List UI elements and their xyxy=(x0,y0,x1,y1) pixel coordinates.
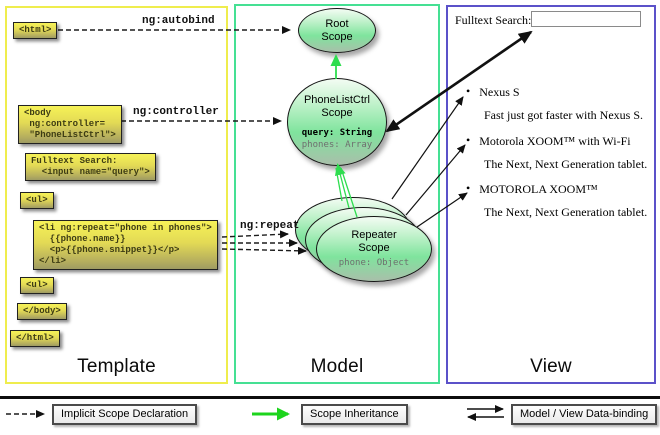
view-item-title-text: Motorola XOOM™ with Wi-Fi xyxy=(479,134,631,148)
code-fulltext-input-line: <input name="query"> xyxy=(31,167,150,177)
view-item-desc: Fast just got faster with Nexus S. xyxy=(484,108,643,122)
legend-model-view-databinding: Model / View Data-binding xyxy=(511,404,658,425)
code-html-close: </html> xyxy=(10,330,60,347)
ng-autobind-label: ng:autobind xyxy=(142,15,215,27)
phonelistctrl-prop-query: query: String xyxy=(301,127,373,138)
repeater-scope-name: Repeater Scope xyxy=(351,229,397,254)
model-panel-label: Model xyxy=(310,356,364,377)
root-scope-name: Root Scope xyxy=(321,17,353,43)
bullet-icon: • xyxy=(466,84,471,98)
view-item-title: • MOTOROLA XOOM™ xyxy=(466,181,598,197)
view-item-title-text: MOTOROLA XOOM™ xyxy=(479,182,598,196)
code-li-repeat: <li ng:repeat="phone in phones"> {{phone… xyxy=(33,220,218,270)
repeater-prop-phone: phone: Object xyxy=(338,258,410,268)
code-html-open: <html> xyxy=(13,22,58,39)
root-scope-ellipse: Root Scope xyxy=(298,8,376,53)
code-body-close: </body> xyxy=(17,303,67,320)
bullet-icon: • xyxy=(466,181,471,195)
template-panel-label: Template xyxy=(77,356,156,377)
view-item-title: • Nexus S xyxy=(466,84,520,100)
view-search-label: Fulltext Search: xyxy=(455,13,532,27)
fulltext-search-input[interactable] xyxy=(531,11,641,27)
code-ul-open: <ul> xyxy=(20,192,54,209)
view-item-desc: The Next, Next Generation tablet. xyxy=(484,157,648,171)
code-fulltext-input: Fulltext Search: <input name="query"> xyxy=(25,153,156,181)
view-item-title-text: Nexus S xyxy=(479,85,520,99)
view-item-desc: The Next, Next Generation tablet. xyxy=(484,205,648,219)
phonelistctrl-scope-name: PhoneListCtrl Scope xyxy=(303,93,371,119)
ng-repeat-label: ng:repeat xyxy=(240,220,300,232)
code-fulltext-label-line: Fulltext Search: xyxy=(31,156,118,166)
model-panel: Model xyxy=(234,4,440,384)
legend-implicit-scope: Implicit Scope Declaration xyxy=(52,404,198,425)
repeater-scope-ellipse-front: Repeater Scope phone: Object xyxy=(316,216,432,282)
legend-separator xyxy=(0,396,660,399)
legend-scope-inheritance: Scope Inheritance xyxy=(301,404,408,425)
phonelistctrl-prop-phones: phones: Array xyxy=(301,139,373,150)
bullet-icon: • xyxy=(466,133,471,147)
phonelistctrl-scope-ellipse: PhoneListCtrl Scope query: String phones… xyxy=(287,78,387,166)
ng-controller-label: ng:controller xyxy=(133,106,219,118)
view-item-title: • Motorola XOOM™ with Wi-Fi xyxy=(466,133,631,149)
code-ul-close: <ul> xyxy=(20,277,54,294)
code-body-open: <body ng:controller= "PhoneListCtrl"> xyxy=(18,105,122,144)
view-panel-label: View xyxy=(530,356,572,377)
